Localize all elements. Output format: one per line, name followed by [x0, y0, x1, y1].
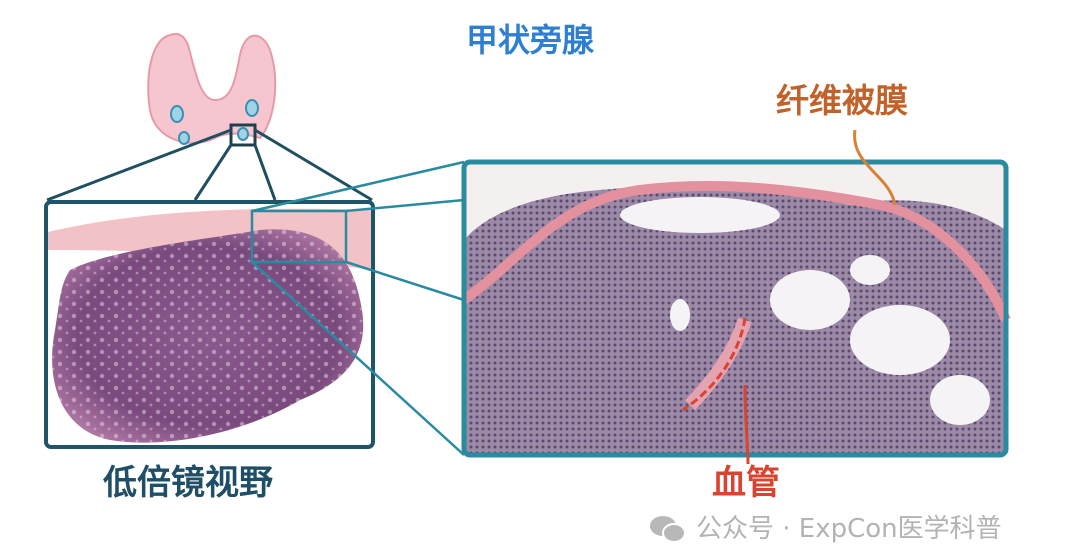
- low-power-view-panel: [44, 200, 375, 449]
- thyroid-illustration: [147, 32, 277, 147]
- connector-lines-2: [251, 160, 465, 456]
- blood-vessel-label: 血管: [712, 463, 780, 503]
- low-power-frame: [44, 200, 375, 449]
- watermark-text: 公众号 · ExpCon医学科普: [696, 514, 1002, 544]
- high-power-view-panel: [461, 159, 1011, 458]
- watermark: 公众号 · ExpCon医学科普: [648, 514, 1002, 544]
- fibrous-capsule-label: 纤维被膜: [776, 81, 908, 120]
- low-power-view-label: 低倍镜视野: [103, 463, 273, 503]
- zoom-region-box: [250, 209, 348, 264]
- high-power-frame: [461, 159, 1009, 458]
- vessel-outline: [682, 317, 747, 412]
- vessel-pointer: [743, 384, 750, 465]
- zoom-source-box: [229, 123, 257, 147]
- diagram-title: 甲状旁腺: [466, 21, 595, 59]
- capsule-pointer: [853, 129, 897, 206]
- wechat-icon: [650, 516, 686, 543]
